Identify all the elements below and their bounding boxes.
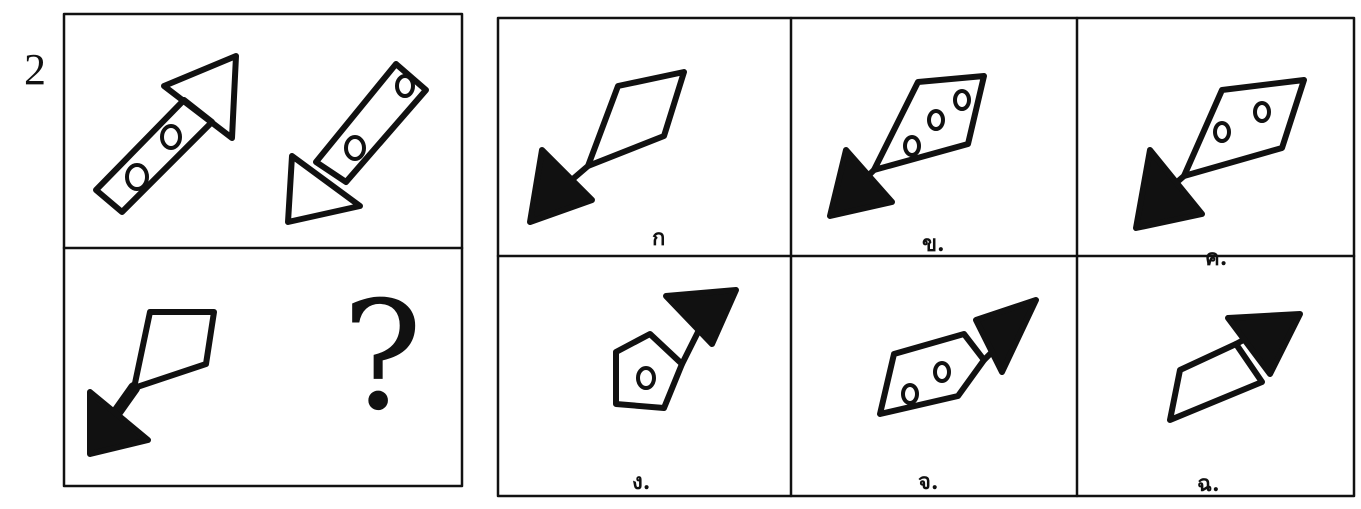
option-c-label[interactable]: ค. — [1205, 240, 1227, 275]
option-f-figure[interactable] — [1170, 314, 1300, 420]
question-figure-1 — [96, 56, 236, 212]
question-mark-icon: ? — [342, 282, 422, 432]
option-b-figure[interactable] — [830, 76, 984, 216]
option-e-label[interactable]: จ. — [918, 464, 939, 499]
option-e-figure[interactable] — [880, 300, 1036, 414]
option-a-label[interactable]: ก — [652, 220, 665, 255]
question-figure-3 — [90, 312, 214, 454]
option-c-figure[interactable] — [1136, 80, 1304, 228]
question-number: 2 — [24, 44, 46, 95]
option-a-figure[interactable] — [530, 72, 684, 222]
option-f-label[interactable]: ฉ. — [1197, 466, 1220, 501]
option-b-label[interactable]: ข. — [922, 226, 945, 261]
option-d-label[interactable]: ง. — [632, 464, 650, 499]
question-figure-2 — [288, 64, 426, 222]
option-d-figure[interactable] — [616, 290, 736, 408]
